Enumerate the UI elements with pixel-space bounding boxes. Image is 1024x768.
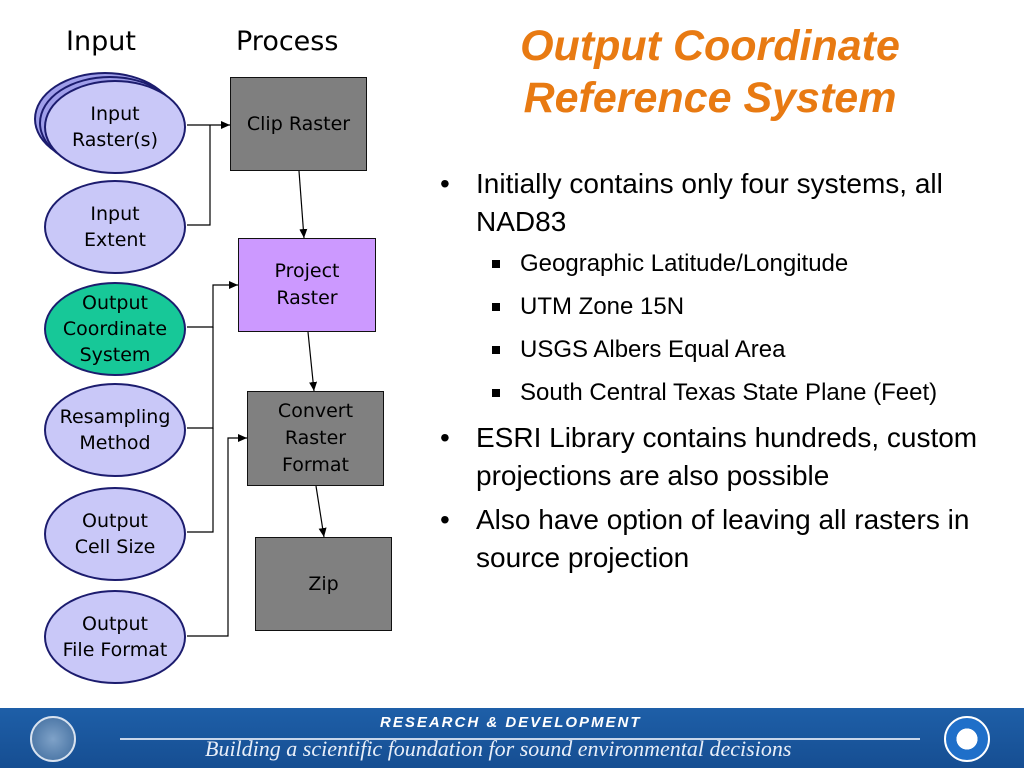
page-title: Output Coordinate Reference System	[450, 20, 970, 124]
connector-clip-to-project	[298, 170, 308, 239]
title-line-1: Output Coordinate	[520, 22, 900, 70]
zip-step: Zip	[255, 537, 392, 631]
bullet-list: •Initially contains only four systems, a…	[440, 165, 1000, 583]
sub-bullet-item: UTM Zone 15N	[440, 290, 1000, 324]
clip-raster-step: Clip Raster	[230, 77, 367, 171]
noaa-logo-icon	[944, 716, 990, 762]
footer-heading: RESEARCH & DEVELOPMENT	[380, 714, 642, 731]
connector-project-to-convert	[307, 331, 318, 392]
epa-seal-icon	[30, 716, 76, 762]
sub-bullet-item: South Central Texas State Plane (Feet)	[440, 376, 1000, 410]
flow-connectors	[187, 121, 327, 637]
footer-tagline: Building a scientific foundation for sou…	[205, 736, 792, 761]
sub-bullet-item: USGS Albers Equal Area	[440, 333, 1000, 367]
process-column-header: Process	[236, 26, 339, 57]
connector-convert-to-zip	[315, 485, 327, 538]
connector-output-crs	[187, 281, 238, 328]
connector-input-extent	[187, 125, 211, 226]
connector-resampling	[187, 327, 214, 429]
bullet-item: •Also have option of leaving all rasters…	[440, 504, 970, 573]
bullet-item: •ESRI Library contains hundreds, custom …	[440, 422, 978, 491]
sub-bullet-item: Geographic Latitude/Longitude	[440, 247, 1000, 281]
footer-banner: RESEARCH & DEVELOPMENT Building a scient…	[0, 708, 1024, 768]
connector-file-format	[187, 434, 247, 637]
bullet-item: •Initially contains only four systems, a…	[440, 168, 943, 237]
title-line-2: Reference System	[523, 74, 897, 122]
input-column-header: Input	[66, 26, 136, 57]
connector-cell-size	[187, 428, 214, 533]
footer-divider	[120, 738, 920, 740]
